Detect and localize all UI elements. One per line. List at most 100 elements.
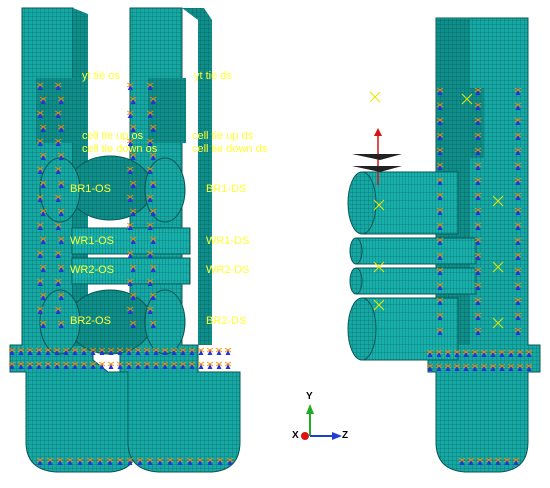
bc-marker (57, 292, 65, 298)
bc-marker (126, 306, 134, 312)
bc-marker (146, 222, 154, 228)
bc-marker (147, 309, 153, 314)
bc-marker (106, 457, 114, 463)
bc-marker (129, 292, 137, 298)
bc-marker (146, 278, 154, 284)
bc-marker (474, 237, 482, 243)
bc-marker (436, 282, 444, 288)
bc-marker (54, 194, 62, 200)
bc-marker (474, 252, 482, 258)
bc-marker (166, 457, 174, 463)
bc-marker (127, 253, 133, 258)
bc-marker (225, 350, 231, 355)
bc-marker (196, 457, 204, 463)
bc-marker (150, 211, 156, 216)
bc-marker (146, 110, 154, 116)
bc-marker (37, 197, 43, 202)
bc-marker (126, 222, 134, 228)
bc-marker (130, 295, 136, 300)
bc-marker (147, 460, 153, 465)
bc-marker (40, 211, 46, 216)
bc-marker (514, 177, 522, 183)
bc-marker (40, 267, 46, 272)
boundary-condition-icon (426, 87, 533, 465)
bc-marker (58, 99, 64, 104)
bc-marker (475, 135, 481, 140)
bc-marker (149, 208, 157, 214)
bc-marker (507, 349, 515, 355)
bc-marker (53, 361, 61, 367)
bc-marker (37, 281, 43, 286)
bc-marker (86, 457, 94, 463)
bc-marker (436, 87, 444, 93)
bc-marker (514, 162, 522, 168)
bc-marker (40, 155, 46, 160)
bc-marker (150, 127, 156, 132)
bc-marker (437, 315, 443, 320)
bc-marker (117, 364, 123, 369)
bc-marker (475, 240, 481, 245)
bc-marker (436, 162, 444, 168)
bc-marker (436, 297, 444, 303)
bc-marker (225, 364, 231, 369)
bc-marker (171, 364, 177, 369)
bc-marker (437, 270, 443, 275)
bc-marker (45, 350, 51, 355)
bc-marker (127, 169, 133, 174)
bc-marker (150, 239, 156, 244)
bc-marker (189, 364, 195, 369)
bc-marker (513, 460, 519, 465)
bc-marker (107, 361, 115, 367)
bc-marker (508, 352, 514, 357)
bc-marker (515, 180, 521, 185)
reference-point-icon (369, 91, 504, 329)
bc-marker (39, 236, 47, 242)
bc-marker (499, 366, 505, 371)
bc-marker (147, 141, 153, 146)
bc-marker (47, 460, 53, 465)
bc-marker (514, 87, 522, 93)
bc-marker (90, 364, 96, 369)
bc-marker (474, 267, 482, 273)
bc-marker (127, 309, 133, 314)
bc-marker (515, 315, 521, 320)
bc-marker (37, 169, 43, 174)
bc-marker (81, 350, 87, 355)
bc-marker (162, 350, 168, 355)
bc-marker (126, 166, 134, 172)
bc-marker (57, 236, 65, 242)
bc-marker (126, 364, 132, 369)
bc-marker (475, 285, 481, 290)
bc-marker (436, 327, 444, 333)
bc-marker (514, 147, 522, 153)
bc-marker (55, 281, 61, 286)
bc-marker (71, 361, 79, 367)
label-br2-ds: BR2-DS (206, 315, 247, 327)
bc-marker (436, 102, 444, 108)
bc-marker (197, 347, 205, 353)
bc-marker (437, 180, 443, 185)
bc-marker (445, 366, 451, 371)
bc-marker (436, 192, 444, 198)
bc-marker (129, 236, 137, 242)
bc-marker (474, 192, 482, 198)
bc-marker (54, 306, 62, 312)
bc-marker (426, 363, 434, 369)
bc-marker (56, 457, 64, 463)
bc-marker (116, 457, 124, 463)
coordinate-triad-icon (301, 404, 342, 440)
bc-marker (474, 327, 482, 333)
bc-marker (37, 253, 43, 258)
bc-marker (149, 236, 157, 242)
bc-marker (58, 239, 64, 244)
bc-marker (472, 366, 478, 371)
bc-marker (152, 361, 160, 367)
bc-marker (149, 152, 157, 158)
bc-marker (526, 352, 532, 357)
bc-marker (526, 366, 532, 371)
bc-marker (477, 460, 483, 465)
bc-marker (146, 306, 154, 312)
bc-marker (197, 460, 203, 465)
bc-marker (127, 225, 133, 230)
